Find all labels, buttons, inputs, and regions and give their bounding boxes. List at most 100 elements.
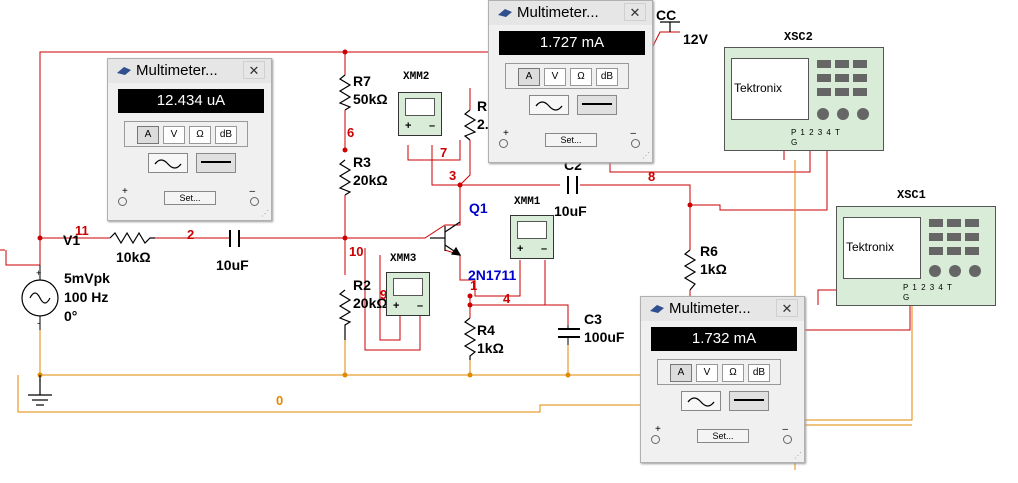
multimeter-title-bar[interactable]: Multimeter... ✕ bbox=[641, 297, 804, 321]
xsc1-pins: P 1 2 3 4 T bbox=[903, 283, 953, 292]
dc-wave-button[interactable] bbox=[196, 153, 236, 173]
set-button[interactable]: Set... bbox=[164, 191, 216, 205]
net-0: 0 bbox=[276, 393, 284, 408]
resize-grip-icon[interactable]: ⋰ bbox=[642, 151, 650, 160]
rc-symbol bbox=[463, 109, 477, 141]
xsc2-pins: P 1 2 3 4 T bbox=[791, 128, 841, 137]
mode-v-button[interactable]: V bbox=[696, 364, 718, 382]
minus-terminal-label: – bbox=[249, 186, 255, 197]
r1-value: 10kΩ bbox=[116, 249, 151, 265]
xmm1-instrument[interactable]: + – bbox=[510, 215, 554, 259]
minus-terminal[interactable] bbox=[631, 139, 640, 148]
plus-terminal[interactable] bbox=[118, 197, 127, 206]
plus-terminal[interactable] bbox=[499, 139, 508, 148]
mode-db-button[interactable]: dB bbox=[215, 126, 237, 144]
c1-value: 10uF bbox=[216, 257, 249, 273]
plus-terminal-label: + bbox=[503, 128, 509, 139]
close-icon[interactable]: ✕ bbox=[243, 61, 265, 79]
set-button[interactable]: Set... bbox=[545, 133, 597, 147]
multimeter-app-icon bbox=[117, 67, 131, 75]
r2-value: 20kΩ bbox=[353, 295, 388, 311]
xmm3-instrument[interactable]: + – bbox=[386, 272, 430, 316]
v1-phase: 0° bbox=[64, 308, 78, 324]
net-7: 7 bbox=[440, 145, 448, 160]
net-2: 2 bbox=[187, 227, 195, 242]
xsc1-label: XSC1 bbox=[897, 188, 926, 202]
dc-line-icon bbox=[582, 103, 612, 105]
r1-symbol bbox=[109, 231, 155, 245]
multimeter-window-3[interactable]: Multimeter... ✕ 1.732 mA A V Ω dB + – Se… bbox=[640, 296, 805, 463]
q1-name: Q1 bbox=[469, 200, 488, 216]
resize-grip-icon[interactable]: ⋰ bbox=[794, 451, 802, 460]
multimeter-window-2[interactable]: Multimeter... ✕ 1.727 mA A V Ω dB + – Se… bbox=[488, 0, 653, 163]
r6-value: 1kΩ bbox=[700, 261, 727, 277]
sine-wave-icon bbox=[687, 397, 715, 407]
vcc-value: 12V bbox=[683, 31, 708, 47]
net-1: 1 bbox=[470, 278, 478, 293]
ac-wave-button[interactable] bbox=[148, 153, 188, 173]
mode-ohm-button[interactable]: Ω bbox=[189, 126, 211, 144]
net-8: 8 bbox=[648, 169, 656, 184]
c2-value: 10uF bbox=[554, 203, 587, 219]
mode-db-button[interactable]: dB bbox=[748, 364, 770, 382]
ground-symbol bbox=[28, 375, 52, 406]
svg-text:-: - bbox=[37, 318, 40, 328]
c3-name: C3 bbox=[584, 311, 602, 327]
xsc1-instrument[interactable]: Tektronix P 1 2 3 4 T G bbox=[836, 206, 996, 306]
r7-value: 50kΩ bbox=[353, 91, 388, 107]
dc-line-icon bbox=[201, 161, 231, 163]
plus-terminal-label: + bbox=[655, 424, 661, 435]
net-6: 6 bbox=[347, 125, 355, 140]
junction-dots bbox=[37, 49, 693, 308]
dc-wave-button[interactable] bbox=[729, 391, 769, 411]
multimeter-reading: 1.727 mA bbox=[499, 31, 645, 55]
minus-terminal[interactable] bbox=[783, 435, 792, 444]
v1-frequency: 100 Hz bbox=[64, 289, 109, 305]
q1-model: 2N1711 bbox=[468, 267, 517, 283]
mode-v-button[interactable]: V bbox=[163, 126, 185, 144]
xmm2-instrument[interactable]: + – bbox=[398, 92, 442, 136]
c3-value: 100uF bbox=[584, 329, 625, 345]
multimeter-app-icon bbox=[498, 9, 512, 17]
xmm1-label: XMM1 bbox=[514, 196, 541, 208]
mode-ohm-button[interactable]: Ω bbox=[570, 68, 592, 86]
v1-name: V1 bbox=[63, 232, 81, 248]
r4-name: R4 bbox=[477, 322, 495, 338]
r3-value: 20kΩ bbox=[353, 172, 388, 188]
xmm3-label: XMM3 bbox=[390, 253, 417, 265]
multimeter-title: Multimeter... bbox=[136, 62, 218, 79]
mode-v-button[interactable]: V bbox=[544, 68, 566, 86]
xsc2-instrument[interactable]: Tektronix P 1 2 3 4 T G bbox=[724, 47, 884, 151]
r6-symbol bbox=[683, 249, 697, 291]
r4-symbol bbox=[463, 317, 477, 360]
plus-terminal[interactable] bbox=[651, 435, 660, 444]
sine-wave-icon bbox=[535, 101, 563, 111]
resistor-symbols bbox=[109, 74, 697, 360]
multimeter-title-bar[interactable]: Multimeter... ✕ bbox=[489, 1, 652, 25]
v1-symbol: + - bbox=[21, 265, 59, 330]
r2-symbol bbox=[338, 289, 352, 340]
dc-wave-button[interactable] bbox=[577, 95, 617, 115]
minus-terminal[interactable] bbox=[250, 197, 259, 206]
r7-name: R7 bbox=[353, 73, 371, 89]
r4-value: 1kΩ bbox=[477, 340, 504, 356]
close-icon[interactable]: ✕ bbox=[776, 299, 798, 317]
r2-name: R2 bbox=[353, 277, 371, 293]
close-icon[interactable]: ✕ bbox=[624, 3, 646, 21]
multimeter-title: Multimeter... bbox=[517, 4, 599, 21]
ac-wave-button[interactable] bbox=[681, 391, 721, 411]
ac-wave-button[interactable] bbox=[529, 95, 569, 115]
multimeter-title-bar[interactable]: Multimeter... ✕ bbox=[108, 59, 271, 83]
multimeter-window-1[interactable]: Multimeter... ✕ 12.434 uA A V Ω dB + – S… bbox=[107, 58, 272, 221]
multimeter-title: Multimeter... bbox=[669, 300, 751, 317]
mode-ohm-button[interactable]: Ω bbox=[722, 364, 744, 382]
mode-db-button[interactable]: dB bbox=[596, 68, 618, 86]
set-button[interactable]: Set... bbox=[697, 429, 749, 443]
resize-grip-icon[interactable]: ⋰ bbox=[261, 209, 269, 218]
mode-a-button[interactable]: A bbox=[670, 364, 692, 382]
sine-wave-icon bbox=[154, 159, 182, 169]
mode-a-button[interactable]: A bbox=[137, 126, 159, 144]
multimeter-mode-group: A V Ω dB bbox=[124, 121, 248, 147]
mode-a-button[interactable]: A bbox=[518, 68, 540, 86]
